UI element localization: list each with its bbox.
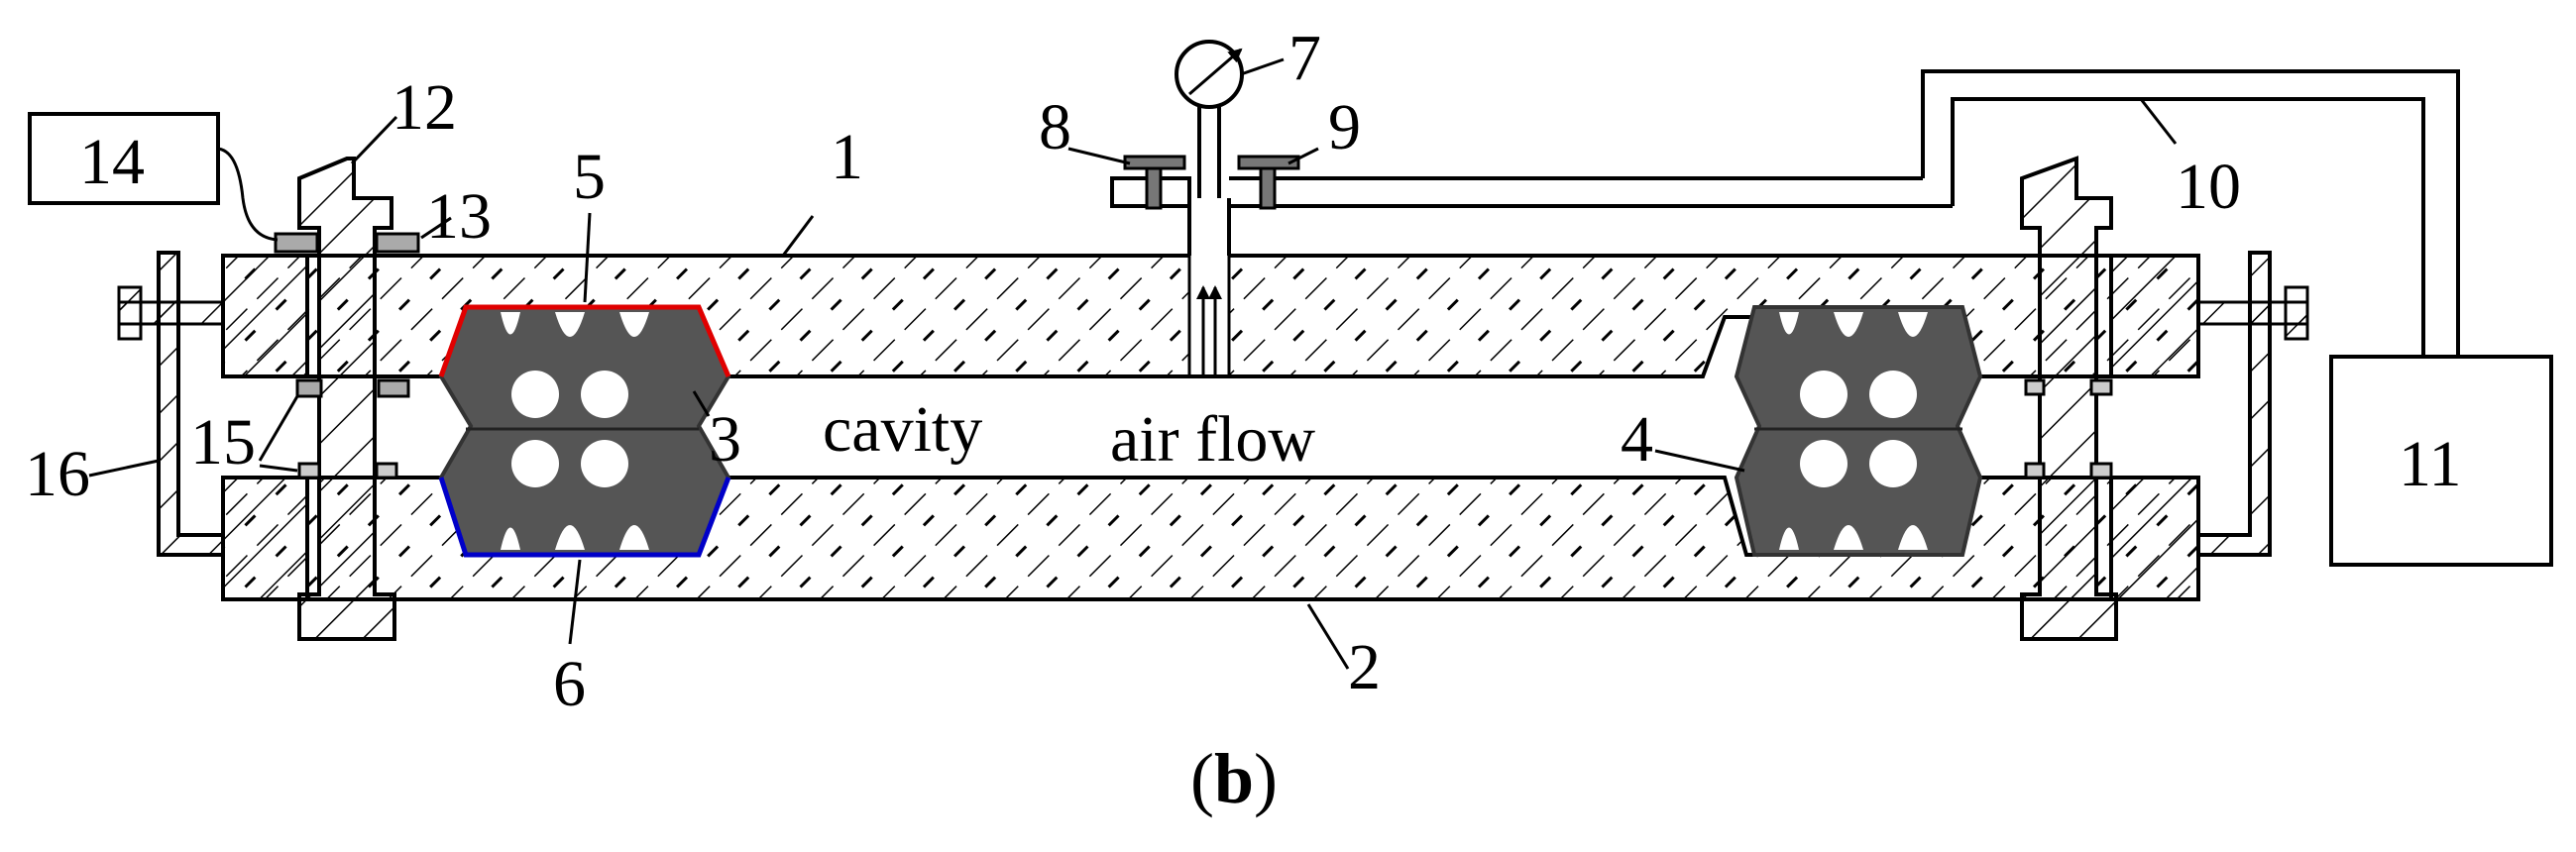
box-14 — [28, 112, 220, 205]
figure-caption: (b) — [1190, 739, 1278, 818]
number-labels: 1 2 3 4 5 6 7 8 9 10 11 12 13 14 15 16 — [25, 22, 2462, 720]
leader-lines — [88, 57, 2178, 670]
label-15: 15 — [190, 406, 256, 479]
right-clamp — [2020, 156, 2309, 641]
label-6: 6 — [553, 648, 586, 720]
label-3: 3 — [709, 403, 741, 476]
label-5: 5 — [573, 141, 606, 213]
wire-14 — [215, 147, 279, 242]
label-16: 16 — [25, 438, 90, 510]
caption-open-paren: ( — [1190, 739, 1214, 818]
seal-lower-edge — [438, 477, 731, 558]
seal-left — [438, 304, 731, 558]
label-9: 9 — [1328, 91, 1361, 163]
label-14: 14 — [79, 126, 145, 198]
label-10: 10 — [2176, 151, 2241, 223]
caption-close-paren: ) — [1254, 739, 1278, 818]
controller-box-11 — [2329, 355, 2553, 567]
seal-upper-edge — [438, 304, 731, 377]
label-12: 12 — [392, 71, 457, 144]
cavity-label: cavity — [823, 393, 982, 466]
left-clamp — [117, 157, 420, 641]
seal-right — [1734, 305, 1983, 557]
label-2: 2 — [1348, 631, 1381, 703]
label-8: 8 — [1039, 91, 1071, 163]
label-1: 1 — [831, 121, 863, 193]
caption-letter: b — [1214, 739, 1254, 818]
air-flow-label: air flow — [1110, 403, 1315, 476]
label-11: 11 — [2399, 428, 2462, 500]
label-13: 13 — [426, 180, 492, 253]
label-7: 7 — [1288, 22, 1321, 94]
pipe-to-controller — [1921, 69, 2460, 357]
label-4: 4 — [1621, 403, 1653, 476]
